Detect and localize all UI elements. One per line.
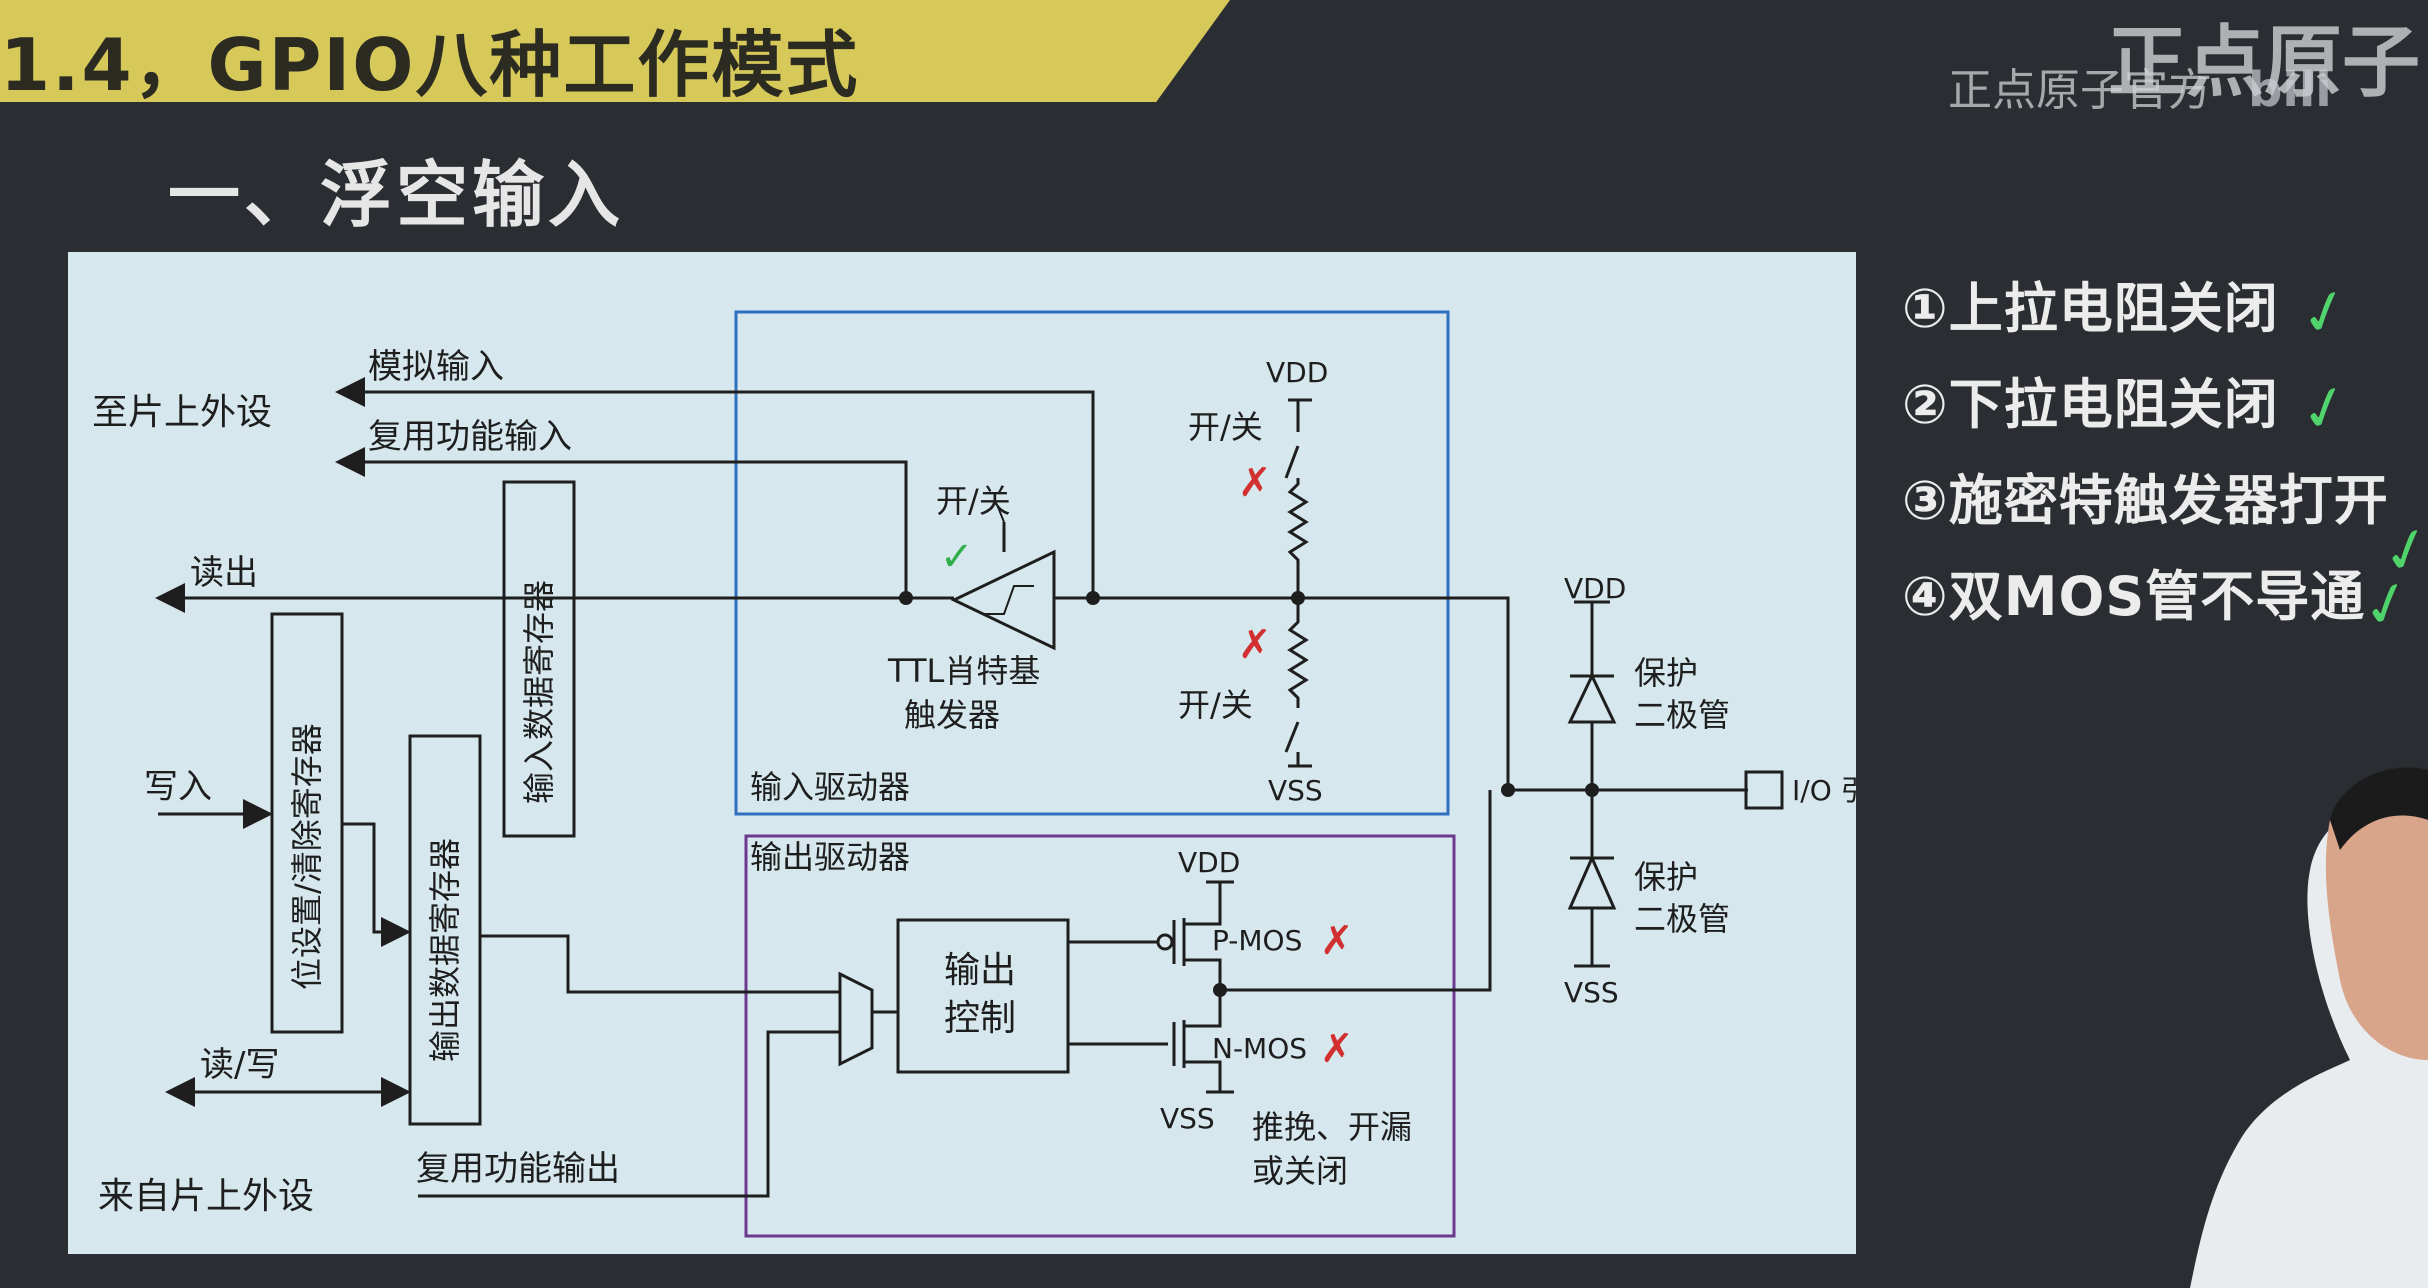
- nmos-label: N-MOS: [1212, 1032, 1307, 1065]
- pin-trace: [1493, 598, 1748, 790]
- pmos-x-mark: ✗: [1320, 918, 1354, 964]
- schmitt-label-2: 触发器: [904, 696, 1000, 734]
- pmos-label: P-MOS: [1212, 924, 1302, 957]
- protection-diode-bottom: [1570, 858, 1614, 908]
- pmos-vdd-label: VDD: [1178, 846, 1240, 879]
- output-mode-label-2: 或关闭: [1252, 1152, 1348, 1190]
- label-write-in: 写入: [144, 767, 212, 807]
- label-alt-func-input: 复用功能输入: [368, 417, 572, 457]
- pullup-vdd-label: VDD: [1266, 356, 1328, 389]
- bilibili-mark: bili: [2248, 62, 2332, 118]
- protection-vss-label: VSS: [1564, 976, 1619, 1009]
- pullup-x-mark: ✗: [1238, 460, 1272, 506]
- io-pin-symbol: [1746, 772, 1782, 808]
- brand-watermark: 正点原子 正点原子官方 bili: [1908, 0, 2428, 110]
- output-control-label-1: 输出: [944, 950, 1016, 991]
- slide-title: 1.4，GPIO八种工作模式: [0, 6, 859, 111]
- schmitt-label-1: TTL肖特基: [887, 652, 1040, 690]
- protection-vdd-label: VDD: [1564, 572, 1626, 605]
- pullup-resistor: [1290, 478, 1306, 598]
- schmitt-switch-label: 开/关: [936, 482, 1011, 520]
- output-mux: [840, 974, 872, 1064]
- output-driver-label: 输出驱动器: [750, 838, 910, 876]
- input-driver-label: 输入驱动器: [750, 768, 910, 806]
- output-control-box: [898, 920, 1068, 1072]
- presenter-figure: [2150, 760, 2428, 1288]
- pulldown-vss-label: VSS: [1268, 774, 1323, 807]
- nmos-vss-label: VSS: [1160, 1102, 1215, 1135]
- output-control-label-2: 控制: [944, 998, 1016, 1039]
- note-mark-1: ✓: [2292, 273, 2359, 354]
- diode-top-label-2: 二极管: [1634, 696, 1730, 734]
- circuit-svg: 至片上外设 模拟输入 复用功能输入 读出 写入 读/写 来自片上外设 复用功能输…: [68, 252, 1856, 1254]
- pulldown-resistor: [1290, 598, 1306, 708]
- label-from-peripheral: 来自片上外设: [98, 1176, 314, 1217]
- pulldown-switch-label: 开/关: [1178, 686, 1253, 724]
- note-item-4: ④双MOS管不导通: [1902, 552, 2365, 631]
- note-item-1: ①上拉电阻关闭: [1902, 264, 2279, 343]
- label-read-write: 读/写: [200, 1045, 279, 1085]
- label-analog-input: 模拟输入: [368, 347, 504, 387]
- nmos-x-mark: ✗: [1320, 1026, 1354, 1072]
- section-subtitle: 一、浮空输入: [168, 136, 624, 241]
- pullup-switch-label: 开/关: [1188, 408, 1263, 446]
- pulldown-x-mark: ✗: [1238, 622, 1272, 668]
- output-mode-label-1: 推挽、开漏: [1252, 1108, 1412, 1146]
- protection-diode-top: [1570, 676, 1614, 722]
- label-on-chip-peripheral: 至片上外设: [92, 392, 272, 433]
- output-data-register-label: 输出数据寄存器: [426, 838, 464, 1062]
- alt-func-input-line: [338, 462, 906, 598]
- diode-top-label-1: 保护: [1634, 654, 1698, 692]
- label-read-out: 读出: [190, 553, 258, 593]
- gpio-circuit-diagram: 至片上外设 模拟输入 复用功能输入 读出 写入 读/写 来自片上外设 复用功能输…: [68, 252, 1856, 1254]
- diode-bottom-label-1: 保护: [1634, 858, 1698, 896]
- note-item-3: ③施密特触发器打开: [1902, 456, 2389, 535]
- brand-subtitle: 正点原子官方: [1948, 54, 2212, 118]
- diode-bottom-label-2: 二极管: [1634, 900, 1730, 938]
- input-data-register-label: 输入数据寄存器: [520, 580, 558, 804]
- note-item-2: ②下拉电阻关闭: [1902, 360, 2279, 439]
- io-pin-label: I/O 引脚: [1792, 774, 1856, 807]
- note-mark-2: ✓: [2292, 369, 2359, 450]
- bit-set-clear-register-label: 位设置/清除寄存器: [288, 723, 326, 990]
- schmitt-check-mark: ✓: [940, 534, 974, 580]
- label-alt-func-output: 复用功能输出: [416, 1149, 620, 1189]
